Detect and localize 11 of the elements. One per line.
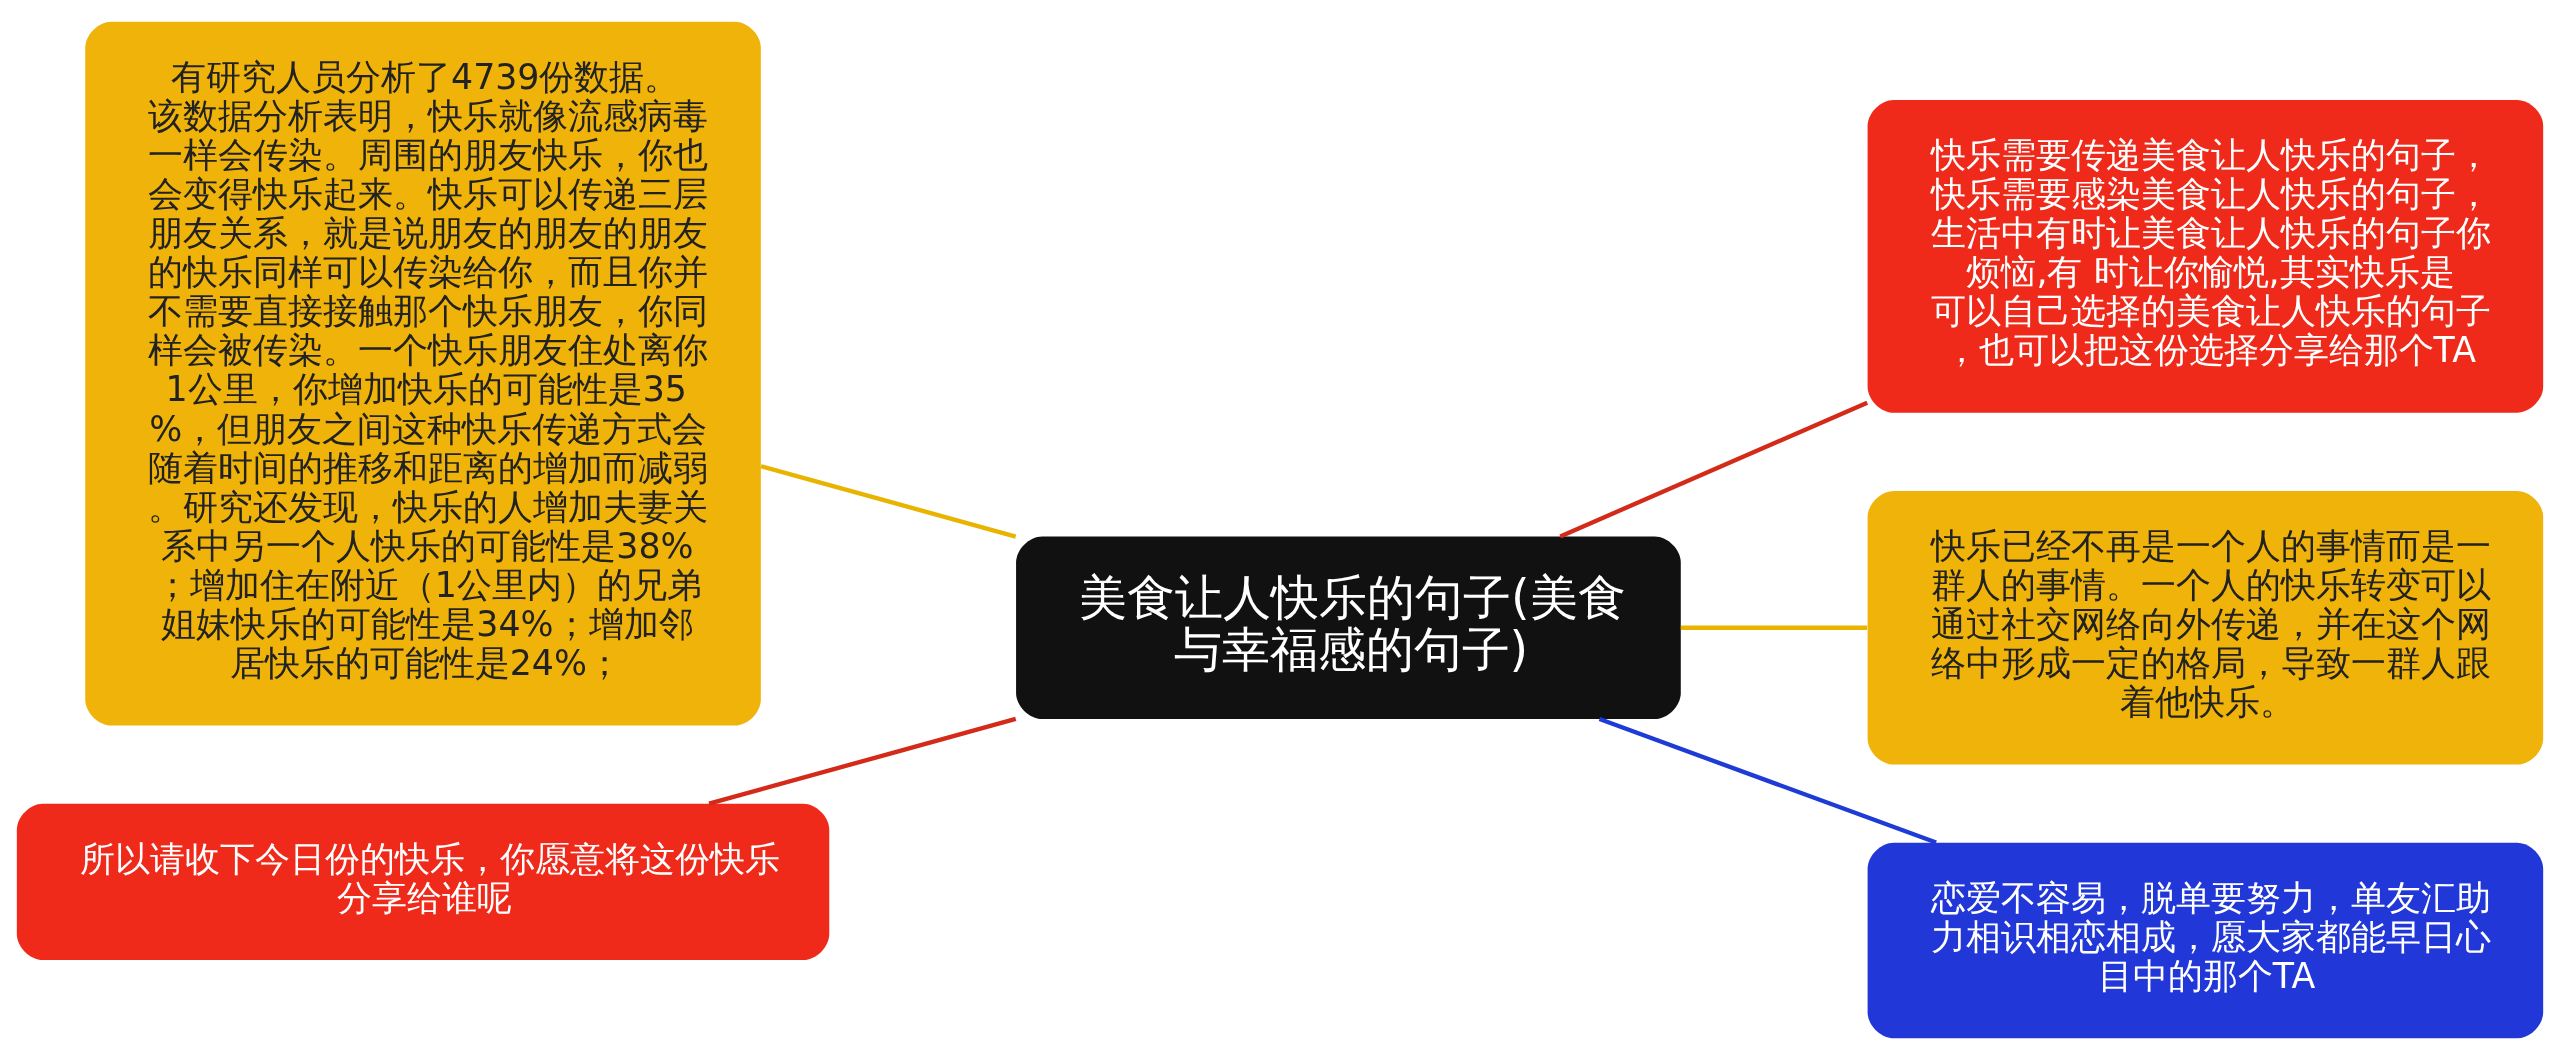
node-box: 快乐已经不再是一个人的事情而是一群人的事情。一个人的快乐转变可以通过社交网络向外传递，并在这个网络中形成一定的格局，导致一群人跟着他快乐。 — [1867, 490, 2544, 765]
node-box: 快乐需要传递美食让人快乐的句子，快乐需要感染美食让人快乐的句子，生活中有时让美食让人快乐的句子你烦恼,有 时让你愉悦,其实快乐是可以自己选择的美食让人快乐的句子，也可以把这份选择分享给那个TA — [1867, 99, 2544, 413]
connector — [760, 463, 1017, 539]
node-box: 所以请收下今日份的快乐，你愿意将这份快乐分享给谁呢 — [16, 803, 830, 960]
node-box: 有研究人员分析了4739份数据。该数据分析表明，快乐就像流感病毒一样会传染。周围的朋友快乐，你也会变得快乐起来。快乐可以传递三层朋友关系，就是说朋友的朋友的朋友的快乐同样可以传染给你，而且你并不需要直接接触那个快乐朋友，你同样会被传染。一个快乐朋友住处离你1公里，你增加快乐的可能性是35%，但朋友之间这种快乐传递方式会随着时间的推移和距离的增加而减弱。研究还发现，快乐的人增加夫妻关系中另一个人快乐的可能性是38%；增加住在附近（1公里内）的兄弟姐妹快乐的可能性是34%；增加邻居快乐的可能性是24%； — [85, 21, 761, 725]
connector — [1559, 400, 1869, 538]
connector — [1598, 716, 1937, 845]
node-box: 恋爱不容易，脱单要努力，单友汇助力相识相恋相成，愿大家都能早日心目中的那个TA — [1867, 842, 2544, 1038]
connector — [708, 716, 1017, 806]
connector — [1680, 625, 1868, 630]
node-box: 美食让人快乐的句子(美食与幸福感的句子) — [1016, 536, 1681, 719]
